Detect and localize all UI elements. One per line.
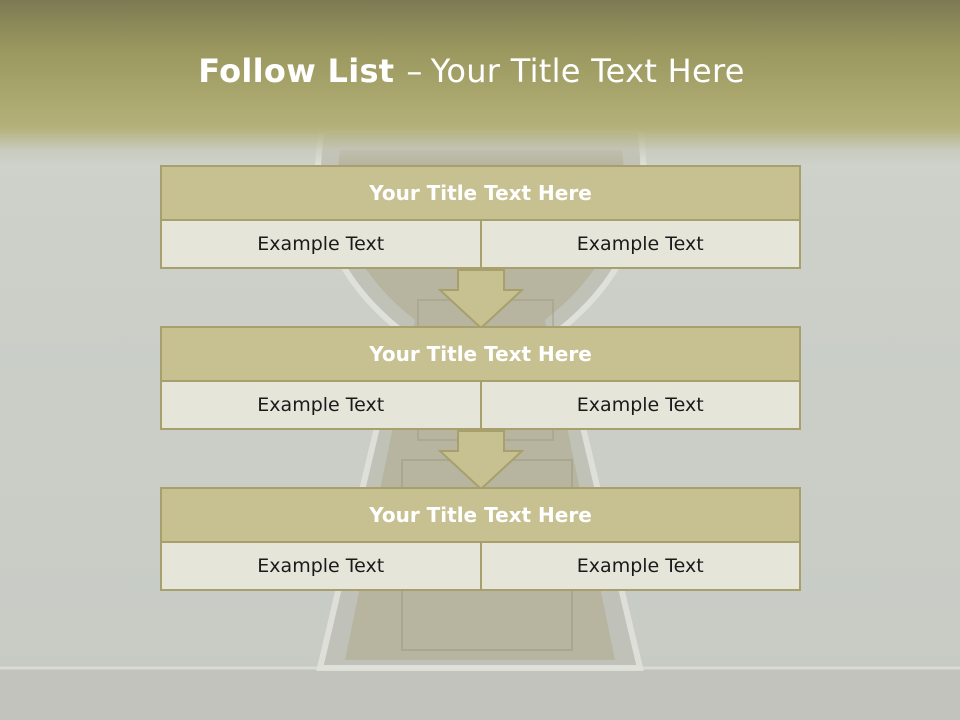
block-title: Your Title Text Here bbox=[160, 165, 801, 221]
block-row: Example Text Example Text bbox=[160, 541, 801, 591]
block-title: Your Title Text Here bbox=[160, 326, 801, 382]
title-separator: – bbox=[406, 52, 423, 90]
block-cell-right: Example Text bbox=[479, 541, 801, 591]
block-title: Your Title Text Here bbox=[160, 487, 801, 543]
down-arrow-icon bbox=[438, 430, 524, 491]
title-rest-part: Your Title Text Here bbox=[430, 52, 745, 90]
block-cell-right: Example Text bbox=[479, 219, 801, 269]
block-cell-right: Example Text bbox=[479, 380, 801, 430]
down-arrow-icon bbox=[438, 269, 524, 330]
header-band bbox=[0, 0, 960, 165]
block-row: Example Text Example Text bbox=[160, 380, 801, 430]
list-block-3: Your Title Text Here Example Text Exampl… bbox=[160, 487, 801, 591]
block-cell-left: Example Text bbox=[160, 219, 482, 269]
title-bold-part: Follow List bbox=[198, 52, 395, 90]
list-block-1: Your Title Text Here Example Text Exampl… bbox=[160, 165, 801, 269]
list-block-2: Your Title Text Here Example Text Exampl… bbox=[160, 326, 801, 430]
block-cell-left: Example Text bbox=[160, 541, 482, 591]
block-cell-left: Example Text bbox=[160, 380, 482, 430]
page-title: Follow List–Your Title Text Here bbox=[0, 52, 943, 90]
block-row: Example Text Example Text bbox=[160, 219, 801, 269]
